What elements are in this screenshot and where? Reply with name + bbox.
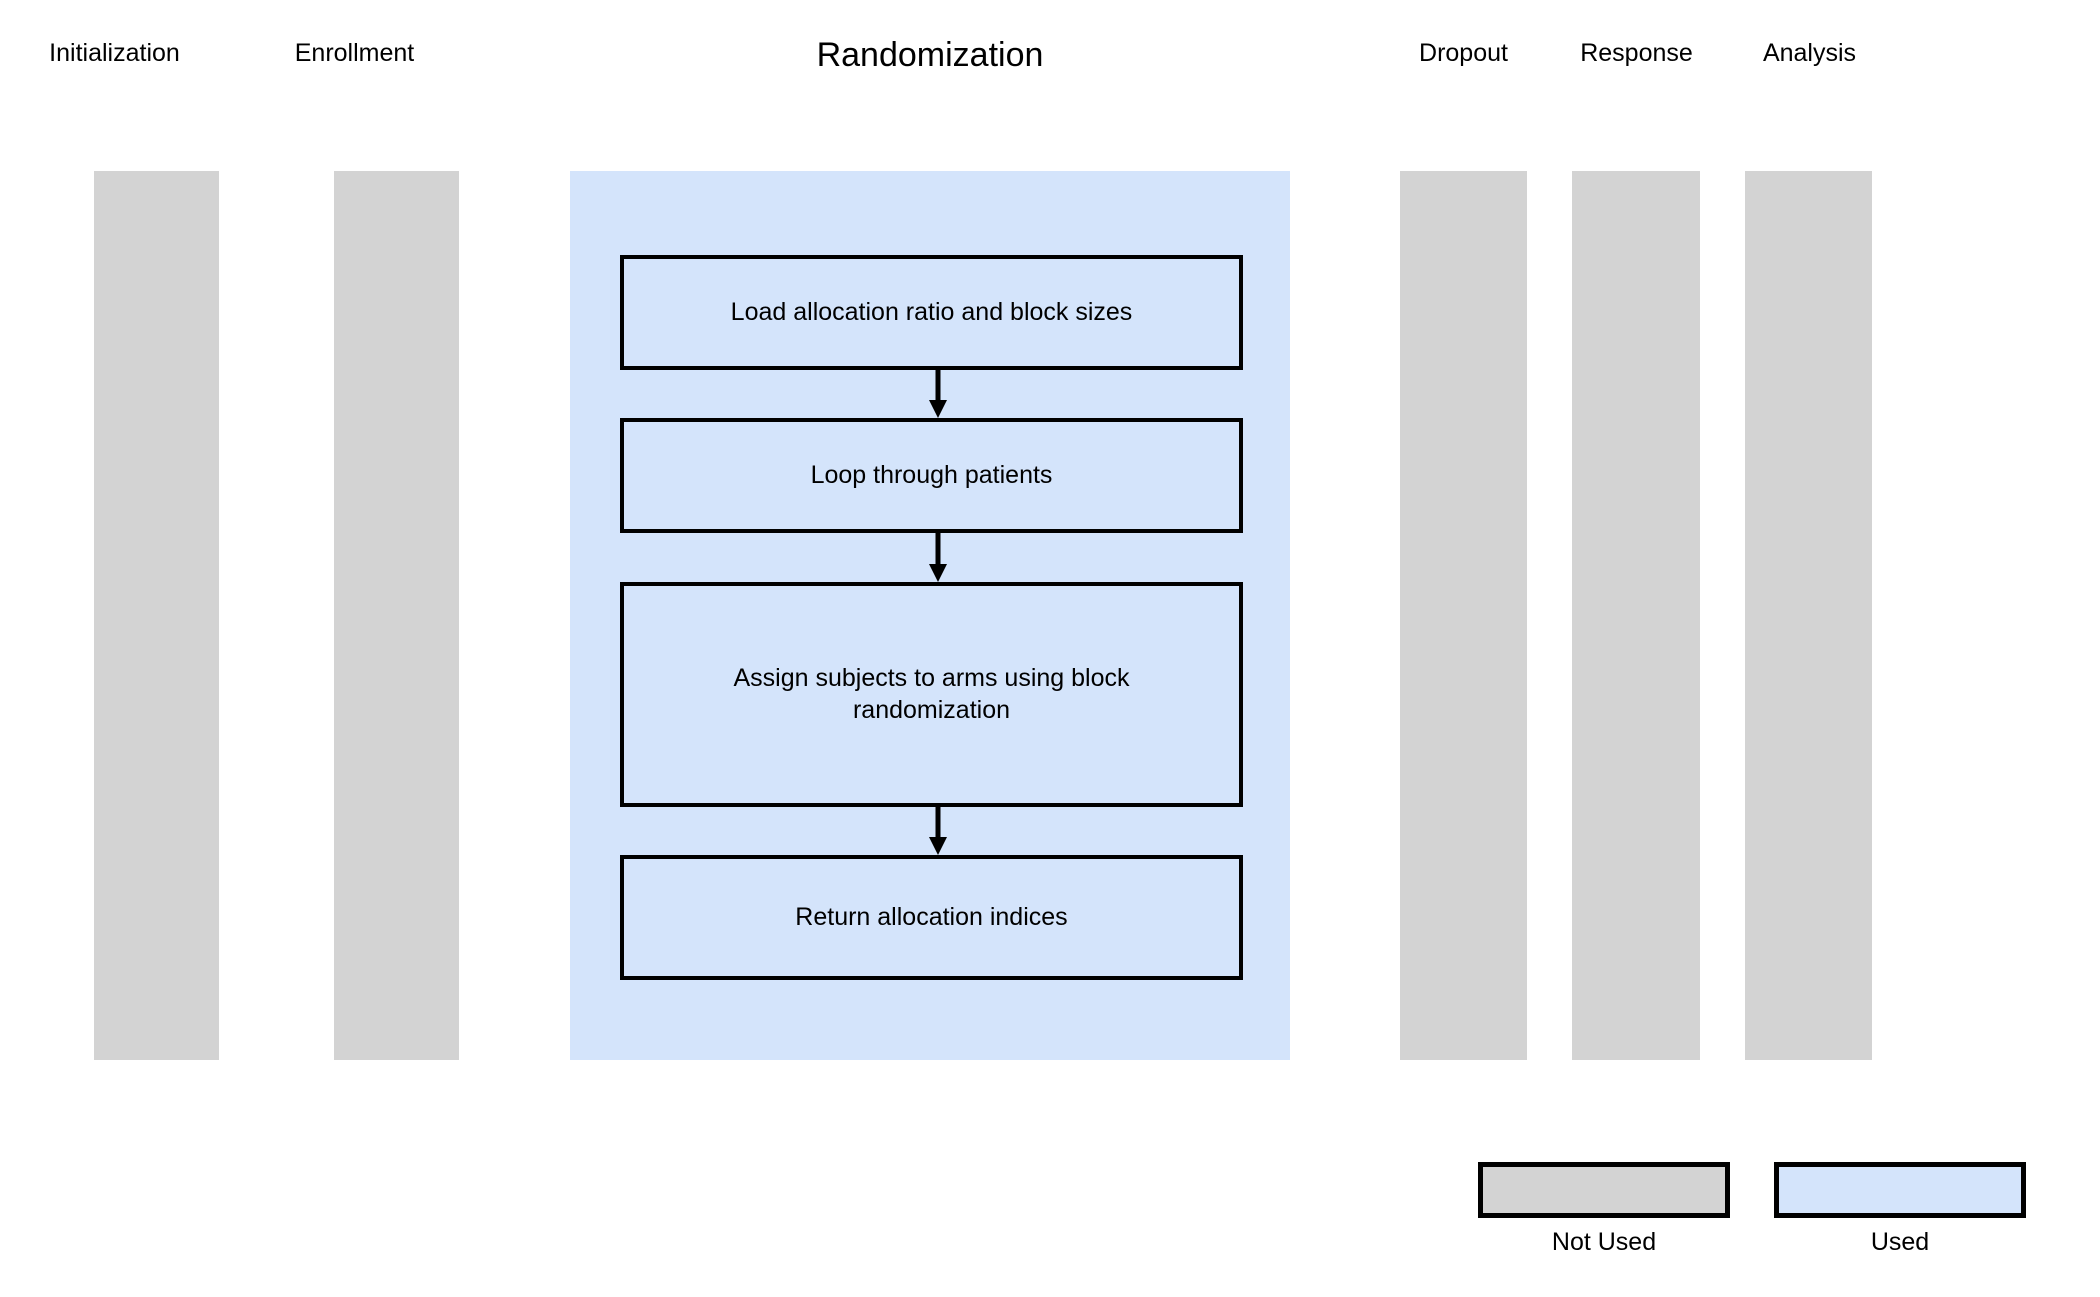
stage-header-enrollment: Enrollment <box>294 39 415 67</box>
legend-label-not-used: Not Used <box>1551 1228 1657 1256</box>
flow-step-label: Loop through patients <box>810 460 1053 489</box>
stage-header-initialization: Initialization <box>49 39 180 67</box>
stage-column-initialization <box>94 171 219 1060</box>
flow-arrow-down-icon <box>925 533 951 582</box>
flow-arrow-down-icon <box>925 807 951 855</box>
flow-arrow-down-icon <box>925 370 951 418</box>
stage-header-analysis: Analysis <box>1762 39 1857 67</box>
legend-entry-not-used[interactable]: Not Used <box>1478 1162 1730 1255</box>
legend-entry-used[interactable]: Used <box>1774 1162 2026 1255</box>
stage-column-enrollment <box>334 171 459 1060</box>
legend-label-used: Used <box>1870 1228 1930 1256</box>
flow-step-label: Return allocation indices <box>795 902 1068 931</box>
flow-step-box[interactable]: Loop through patients <box>620 418 1243 533</box>
stage-header-response: Response <box>1580 39 1693 67</box>
flow-step-label: Load allocation ratio and block sizes <box>730 297 1133 326</box>
flow-step-label: Assign subjects to arms using block rand… <box>733 664 1130 724</box>
stage-column-dropout <box>1400 171 1527 1060</box>
flow-step-box[interactable]: Load allocation ratio and block sizes <box>620 255 1243 370</box>
flow-step-box[interactable]: Return allocation indices <box>620 855 1243 980</box>
stage-header-dropout: Dropout <box>1419 39 1508 67</box>
stage-column-response <box>1572 171 1700 1060</box>
legend-swatch-not-used <box>1478 1162 1730 1218</box>
stage-column-analysis <box>1745 171 1872 1060</box>
flow-step-box[interactable]: Assign subjects to arms using block rand… <box>620 582 1243 807</box>
legend-swatch-used <box>1774 1162 2026 1218</box>
legend: Not Used Used <box>1470 1162 2080 1292</box>
stage-header-randomization: Randomization <box>816 36 1044 74</box>
